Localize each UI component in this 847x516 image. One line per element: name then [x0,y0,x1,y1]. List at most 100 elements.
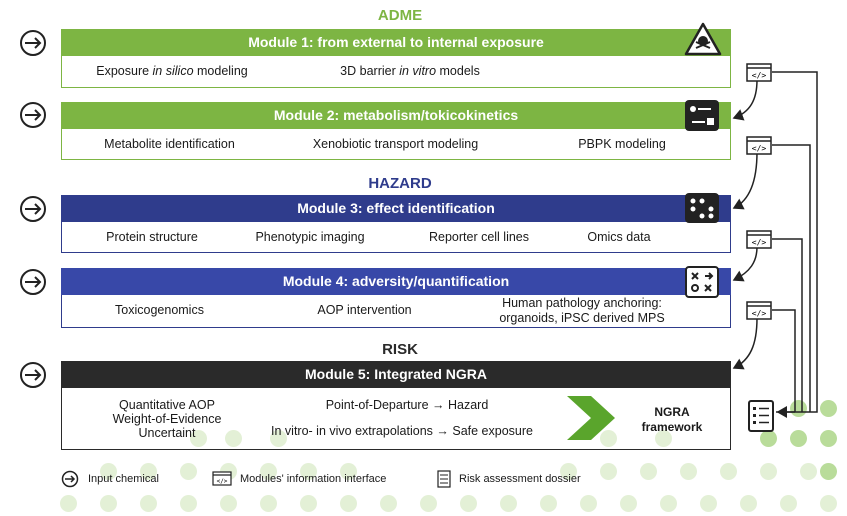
module-1-item-1: Exposure in silico modeling [96,64,248,78]
chevron-arrow-icon [567,396,615,440]
background-dot [140,463,157,480]
background-dot [740,495,757,512]
background-dot [620,495,637,512]
module-5-item-1: Quantitative AOP [119,398,215,412]
background-dot [760,463,777,480]
background-dot [700,495,717,512]
svg-text:</>: </> [217,478,228,485]
legend-interface-icon: </> [212,471,232,486]
background-dot [600,463,617,480]
background-dot [820,495,837,512]
module-5-item-4: Point-of-Departure → Hazard [325,398,489,412]
metabolism-icon [685,100,719,131]
module-1-body: Exposure in silico modeling 3D barrier i… [61,56,731,88]
input-arrow-icon-1 [20,30,46,56]
input-arrow-icon-2 [20,102,46,128]
legend-dossier-icon [437,470,451,488]
module-1-header: Module 1: from external to internal expo… [61,29,731,56]
background-dot [190,430,207,447]
module-3-item-4: Omics data [587,230,651,244]
module-3-item-1: Protein structure [106,230,198,244]
module-1-item-2: 3D barrier in vitro models [340,64,480,78]
background-dot [420,495,437,512]
module-4-header: Module 4: adversity/quantification [61,268,731,295]
dossier-icon [748,400,774,432]
section-title-hazard: HAZARD [368,175,432,192]
background-dot [780,495,797,512]
background-dot [760,430,777,447]
background-dot [140,495,157,512]
module-4-item-2: AOP intervention [317,303,412,317]
code-window-icon-3: </> [746,230,772,249]
svg-text:</>: </> [752,238,767,247]
input-arrow-icon-3 [20,196,46,222]
input-arrow-icon-4 [20,269,46,295]
module-5-header: Module 5: Integrated NGRA [61,361,731,388]
legend-dossier-label: Risk assessment dossier [459,473,581,485]
module-3-item-3: Reporter cell lines [428,230,530,244]
background-dot [300,495,317,512]
background-dot [500,495,517,512]
background-dot [790,430,807,447]
background-dot [300,463,317,480]
background-dot [260,495,277,512]
module-3-header: Module 3: effect identification [61,195,731,222]
module-2-item-1: Metabolite identification [104,137,235,151]
module-2-body: Metabolite identification Xenobiotic tra… [61,129,731,160]
background-dot [580,495,597,512]
legend-interface-label: Modules' information interface [240,473,387,485]
input-arrow-icon-5 [20,362,46,388]
background-dot [260,463,277,480]
background-dot [180,463,197,480]
code-window-icon-1: </> [746,63,772,82]
background-dot [800,463,817,480]
svg-text:</>: </> [752,309,767,318]
module-4-item-4: organoids, iPSC derived MPS [499,311,665,325]
svg-text:</>: </> [752,144,767,153]
ngra-framework-line1: NGRA [654,405,690,419]
legend-input-label: Input chemical [88,473,159,485]
code-window-icon-2: </> [746,136,772,155]
hazard-skull-icon [684,22,722,56]
module-5-item-5: In vitro- in vivo extrapolations → Safe … [271,424,533,438]
background-dot [820,463,837,480]
background-dot [560,463,577,480]
module-5-item-3: Uncertaint [138,426,196,440]
background-dot [180,495,197,512]
module-4-item-1: Toxicogenomics [115,303,204,317]
module-4-item-3: Human pathology anchoring: [502,296,662,310]
background-dot [600,430,617,447]
background-dot [220,495,237,512]
module-5-item-2: Weight-of-Evidence [112,412,222,426]
module-2-header: Module 2: metabolism/tokicokinetics [61,102,731,129]
background-dot [460,495,477,512]
module-4-body: Toxicogenomics AOP intervention Human pa… [61,295,731,328]
background-dot [100,463,117,480]
svg-text:</>: </> [752,71,767,80]
background-dot [640,463,657,480]
section-title-risk: RISK [382,341,418,358]
module-5-body: Quantitative AOP Weight-of-Evidence Unce… [61,388,731,450]
background-dot [340,463,357,480]
module-2-item-3: PBPK modeling [578,137,666,151]
background-dot [660,495,677,512]
xo-quantification-icon [685,266,719,298]
background-dot [820,400,837,417]
background-dot [820,430,837,447]
background-dot [100,495,117,512]
module-3-item-2: Phenotypic imaging [255,230,365,244]
ngra-framework-line2: framework [641,420,703,434]
background-dot [340,495,357,512]
code-window-icon-4: </> [746,301,772,320]
background-dot [380,495,397,512]
background-dot [655,430,672,447]
background-dot [540,495,557,512]
module-3-body: Protein structure Phenotypic imaging Rep… [61,222,731,253]
section-title-adme: ADME [377,7,423,24]
dots-grid-icon [685,193,719,223]
background-dot [225,430,242,447]
background-dot [680,463,697,480]
background-dot [270,430,287,447]
module-2-item-2: Xenobiotic transport modeling [312,137,479,151]
